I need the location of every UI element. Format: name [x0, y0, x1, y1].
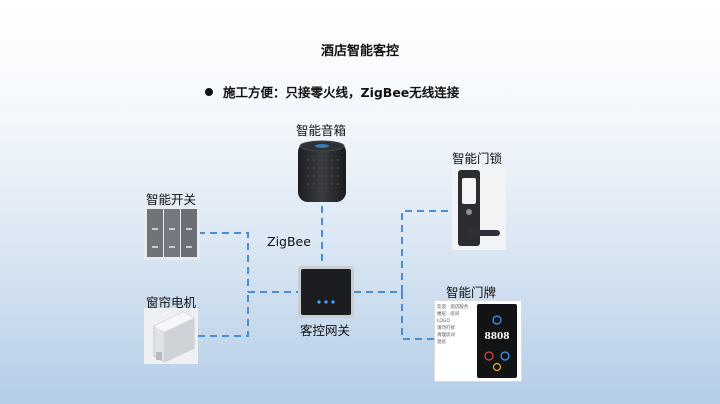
slide-title: 酒店智能客控 [320, 44, 399, 59]
doorplate-icons [484, 315, 510, 372]
feature-bullet: 施工方便：只接零火线，ZigBee无线连接 [205, 82, 459, 101]
link-doorplate [401, 292, 434, 340]
zigbee-label: ZigBee [267, 234, 311, 249]
lock-label: 智能门锁 [452, 151, 503, 166]
link-lock [401, 210, 452, 292]
doorplate-line: 请勿打扰 [437, 326, 455, 331]
doorplate-text-column: 欢迎 · 酒店服务 楼层 · 房间 LOGO 请勿打扰 清理房间 退房 [435, 301, 477, 381]
doorplate-line: 清理房间 [437, 333, 455, 338]
link-curtain [198, 292, 249, 337]
gateway-label: 客控网关 [300, 323, 351, 338]
curtain-motor-icon [144, 308, 198, 364]
doorplate-line: 退房 [437, 340, 446, 345]
link-switch [198, 232, 249, 292]
bullet-dot-icon [205, 87, 213, 96]
smart-doorplate: 欢迎 · 酒店服务 楼层 · 房间 LOGO 请勿打扰 清理房间 退房 8808 [434, 300, 522, 382]
doorplate-label: 智能门牌 [446, 285, 497, 300]
doorplate-screen: 8808 [477, 304, 517, 378]
doorplate-line: 欢迎 · 酒店服务 [437, 305, 469, 310]
doorplate-line: LOGO [437, 319, 450, 324]
doorplate-line: 楼层 · 房间 [437, 312, 460, 317]
gateway-panel-icon [298, 266, 354, 318]
feature-text: 施工方便：只接零火线，ZigBee无线连接 [223, 85, 460, 100]
speaker-label: 智能音箱 [296, 123, 347, 138]
doorplate-brand: 8808 [484, 332, 510, 342]
switch-label: 智能开关 [146, 192, 197, 207]
smart-lock-icon [452, 166, 506, 250]
smart-switch-icon [144, 206, 200, 260]
curtain-label: 窗帘电机 [146, 295, 197, 310]
smart-speaker-icon [298, 140, 346, 202]
